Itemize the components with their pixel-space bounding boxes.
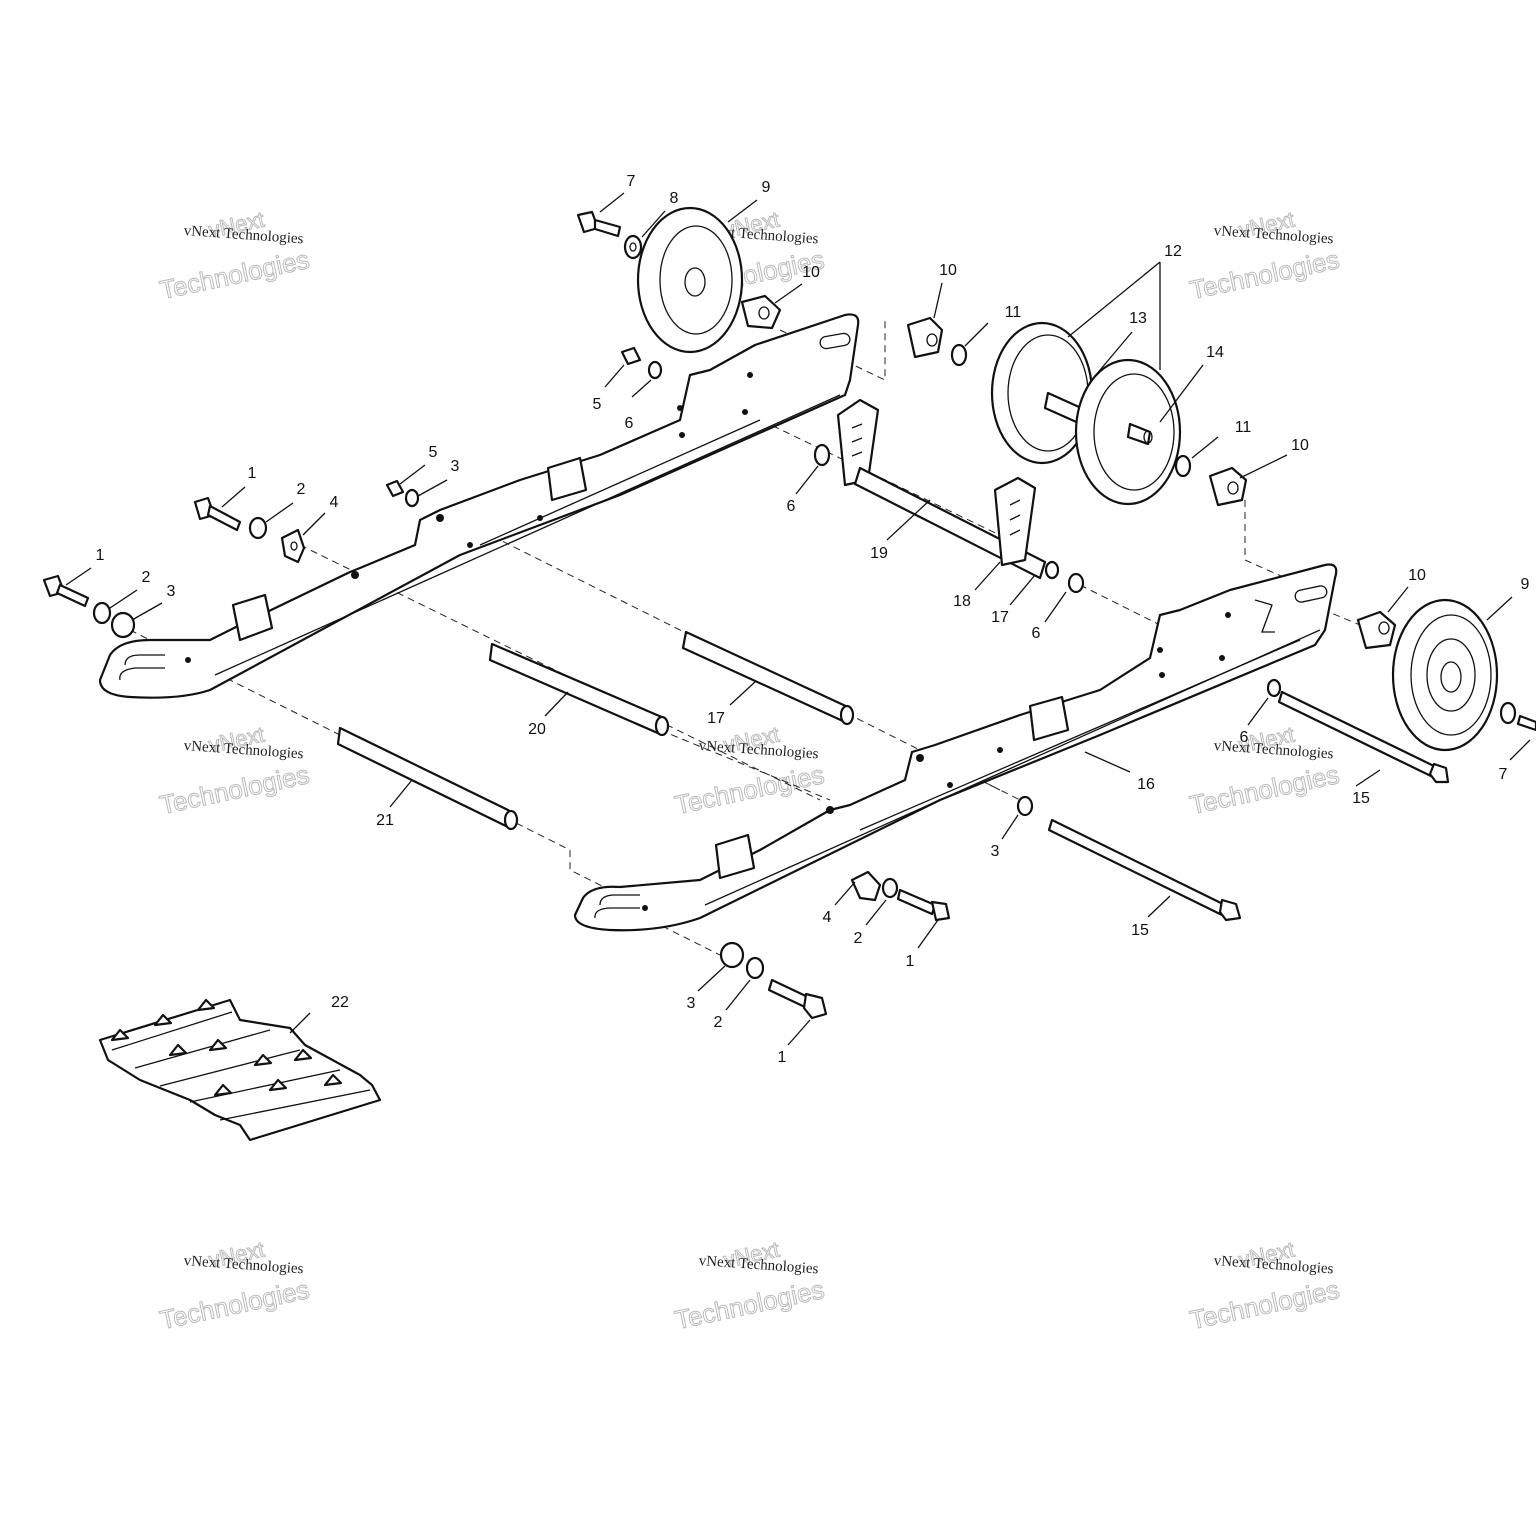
callout-5: 5 bbox=[429, 444, 438, 461]
callout-10: 10 bbox=[939, 262, 957, 279]
rail-near bbox=[573, 563, 1338, 932]
callout-7: 7 bbox=[1499, 766, 1508, 783]
hardware bbox=[42, 346, 1085, 1020]
callout-6: 6 bbox=[625, 415, 634, 432]
callout-7: 7 bbox=[627, 173, 636, 190]
watermark-line3: Technologies bbox=[672, 759, 827, 820]
watermark-line2: vNext Technologies bbox=[1213, 738, 1334, 762]
callout-20: 20 bbox=[528, 721, 546, 738]
watermark-line2: vNext Technologies bbox=[1213, 1253, 1334, 1277]
watermark-top-left: vNext Technologies bbox=[157, 206, 313, 306]
callout-17: 17 bbox=[707, 710, 725, 727]
watermark-bottom-center: vNext Technologies bbox=[672, 1236, 828, 1336]
watermark-mid-right: vNext Technologies bbox=[1187, 721, 1343, 821]
callout-6: 6 bbox=[1032, 625, 1041, 642]
watermark-line2: vNext Technologies bbox=[183, 738, 304, 762]
watermark-line2: vNext Technologies bbox=[698, 1253, 819, 1277]
watermark-line3: Technologies bbox=[1187, 244, 1342, 305]
callout-15: 15 bbox=[1131, 922, 1149, 939]
callout-4: 4 bbox=[330, 494, 339, 511]
callout-10: 10 bbox=[802, 264, 820, 281]
callout-16: 16 bbox=[1137, 776, 1155, 793]
watermark-bottom-left: vNext Technologies bbox=[157, 1236, 313, 1336]
wheel-upper bbox=[576, 206, 782, 354]
callout-10: 10 bbox=[1291, 437, 1309, 454]
callout-17: 17 bbox=[991, 609, 1009, 626]
watermark-line2: vNext Technologies bbox=[183, 223, 304, 247]
callout-4: 4 bbox=[823, 909, 832, 926]
callout-2: 2 bbox=[142, 569, 151, 586]
wheel-set bbox=[906, 316, 1248, 507]
callout-11: 11 bbox=[1005, 304, 1022, 321]
callout-22: 22 bbox=[331, 994, 349, 1011]
callout-2: 2 bbox=[297, 481, 306, 498]
watermark-mid-center: vNext Technologies bbox=[672, 721, 828, 821]
callout-6: 6 bbox=[787, 498, 796, 515]
watermark-line3: Technologies bbox=[1187, 759, 1342, 820]
callout-9: 9 bbox=[1521, 576, 1530, 593]
callout-1: 1 bbox=[778, 1049, 787, 1066]
watermark-top-right: vNext Technologies bbox=[1187, 206, 1343, 306]
rear-axle bbox=[836, 398, 1060, 580]
callout-19: 19 bbox=[870, 545, 888, 562]
callout-14: 14 bbox=[1206, 344, 1224, 361]
callout-5: 5 bbox=[593, 396, 602, 413]
leader-lines bbox=[65, 192, 1531, 1046]
callout-21: 21 bbox=[376, 812, 394, 829]
callout-10: 10 bbox=[1408, 567, 1426, 584]
callout-12: 12 bbox=[1164, 243, 1182, 260]
watermark-bottom-right: vNext Technologies bbox=[1187, 1236, 1343, 1336]
cross-shafts bbox=[336, 630, 855, 831]
callout-3: 3 bbox=[687, 995, 696, 1012]
callout-3: 3 bbox=[991, 843, 1000, 860]
callout-3: 3 bbox=[451, 458, 460, 475]
track-section bbox=[98, 998, 382, 1142]
watermark-line3: Technologies bbox=[157, 244, 312, 305]
rail-far bbox=[98, 313, 860, 699]
callout-2: 2 bbox=[714, 1014, 723, 1031]
callout-1: 1 bbox=[906, 953, 915, 970]
callout-13: 13 bbox=[1129, 310, 1147, 327]
watermark-line2: vNext Technologies bbox=[1213, 223, 1334, 247]
callout-8: 8 bbox=[670, 190, 679, 207]
callout-11: 11 bbox=[1235, 419, 1252, 436]
long-bolts bbox=[1047, 678, 1450, 922]
callout-1: 1 bbox=[96, 547, 105, 564]
watermark-line3: Technologies bbox=[1187, 1274, 1342, 1335]
watermark-line2: vNext Technologies bbox=[183, 1253, 304, 1277]
callout-3: 3 bbox=[167, 583, 176, 600]
callout-2: 2 bbox=[854, 930, 863, 947]
watermark-line2: vNext Technologies bbox=[698, 738, 819, 762]
watermark-line3: Technologies bbox=[157, 1274, 312, 1335]
callout-15: 15 bbox=[1352, 790, 1370, 807]
watermark-line3: Technologies bbox=[157, 759, 312, 820]
callout-1: 1 bbox=[248, 465, 257, 482]
callout-18: 18 bbox=[953, 593, 971, 610]
watermark-mid-left: vNext Technologies bbox=[157, 721, 313, 821]
callout-9: 9 bbox=[762, 179, 771, 196]
wheel-right bbox=[1356, 598, 1536, 752]
watermark-line3: Technologies bbox=[672, 1274, 827, 1335]
callout-6: 6 bbox=[1240, 729, 1249, 746]
